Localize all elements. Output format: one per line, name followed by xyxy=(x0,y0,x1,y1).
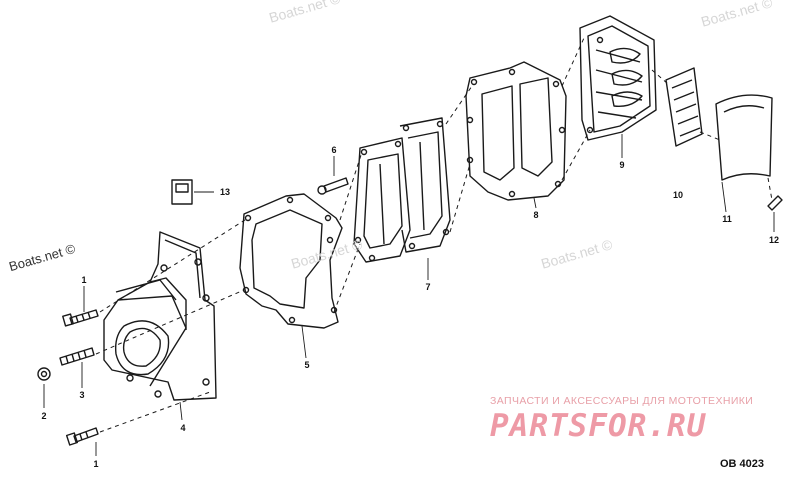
stud xyxy=(59,347,95,366)
reed-stop xyxy=(715,94,773,181)
callout-bolt-bottom: 1 xyxy=(93,459,99,469)
gasket-8 xyxy=(465,61,567,201)
reed-petal xyxy=(665,67,703,147)
callout-gasket-5: 5 xyxy=(304,360,310,370)
callout-stud: 3 xyxy=(79,390,85,400)
callout-adapter: 4 xyxy=(180,423,186,433)
callout-plate-7: 7 xyxy=(425,282,431,292)
leader-lines xyxy=(43,134,775,456)
drawing-code: OB 4023 xyxy=(720,458,765,470)
callout-reed-block: 9 xyxy=(619,160,625,170)
bolt-top xyxy=(62,309,99,327)
callout-stop: 11 xyxy=(722,214,732,224)
gasket-5 xyxy=(239,193,343,329)
assembly-axes xyxy=(95,37,773,433)
screw-6 xyxy=(317,177,349,195)
nut xyxy=(37,367,51,381)
screw-12 xyxy=(767,195,783,211)
callout-nut: 2 xyxy=(41,411,47,421)
brand-tagline: ЗАПЧАСТИ И АКСЕССУАРЫ ДЛЯ МОТОТЕХНИКИ xyxy=(490,395,754,407)
callout-bolt-top: 1 xyxy=(81,275,87,285)
reed-block xyxy=(579,15,657,141)
brand-logo: PARTSFOR.RU xyxy=(490,408,707,444)
adapter-housing xyxy=(103,231,217,401)
plate-7 xyxy=(353,117,451,263)
decal xyxy=(171,179,193,205)
callout-decal: 13 xyxy=(219,187,231,197)
callout-reed: 10 xyxy=(672,190,684,200)
callout-gasket-8: 8 xyxy=(533,210,539,220)
bolt-bottom xyxy=(65,427,99,446)
callout-screw-6: 6 xyxy=(331,145,337,155)
callout-screw-12: 12 xyxy=(768,235,780,245)
